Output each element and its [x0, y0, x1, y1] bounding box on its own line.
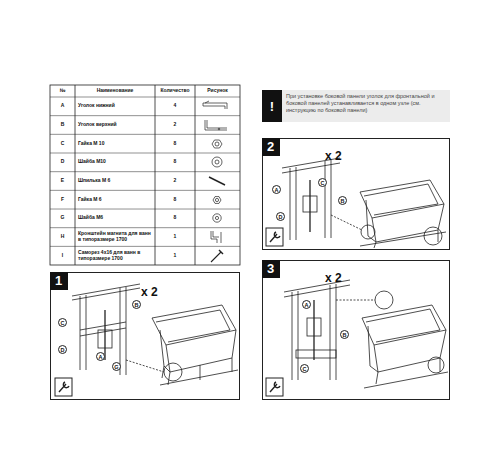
part-letter: C [51, 134, 74, 153]
part-letter: A [51, 97, 74, 116]
part-name: Уголок верхний [76, 116, 154, 135]
step-number: 2 [262, 138, 280, 156]
part-letter: G [51, 209, 74, 228]
callout-letter: C [300, 364, 309, 373]
table-header: Наименование [76, 85, 154, 97]
callout-letter: C [58, 318, 67, 327]
part-letter: H [51, 228, 74, 247]
callout-letter: A [302, 300, 311, 309]
part-quantity: 2 [156, 172, 194, 191]
step2-illustration [266, 158, 446, 248]
quantity-mark: x 2 [325, 271, 342, 285]
part-name: Гайка М 6 [76, 190, 154, 209]
step-number: 3 [262, 260, 280, 278]
callout-letter: B [132, 300, 141, 309]
part-name: Шпилька М 6 [76, 172, 154, 191]
part-name: Гайка М 10 [76, 134, 154, 153]
callout-letter: B [340, 330, 349, 339]
part-name: Саморез 4х16 для ванн в типоразмере 1700 [76, 246, 154, 265]
part-quantity: 8 [156, 134, 194, 153]
part-quantity: 8 [156, 190, 194, 209]
step1-illustration [55, 284, 238, 396]
quantity-mark: x 2 [325, 149, 342, 163]
parts-table-grid [50, 85, 240, 265]
part-letter: D [51, 153, 74, 172]
part-icons [203, 101, 227, 262]
callout-letter: D [276, 212, 285, 221]
callout-letter: G [112, 362, 121, 371]
callout-letter: A [272, 185, 281, 194]
step-number: 1 [50, 272, 68, 290]
part-name: Шайба М6 [76, 209, 154, 228]
part-quantity: 8 [156, 209, 194, 228]
note-text: При установке боковой панели уголок для … [286, 93, 446, 114]
callout-letter: C [318, 178, 327, 187]
part-letter: F [51, 190, 74, 209]
callout-letter: B [338, 196, 347, 205]
table-header: № [51, 85, 74, 97]
part-name: Уголок нижний [76, 97, 154, 116]
step-panel: 1 x 2 [50, 272, 240, 400]
part-letter: E [51, 172, 74, 191]
part-quantity: 4 [156, 97, 194, 116]
step3-illustration [266, 280, 448, 396]
step-panel: 2 x 2 [262, 138, 450, 250]
step-panel: 3 x 2 [262, 260, 450, 400]
part-quantity: 1 [156, 228, 194, 247]
quantity-mark: x 2 [141, 285, 158, 299]
part-letter: I [51, 246, 74, 265]
part-letter: B [51, 116, 74, 135]
table-header: Количество [156, 85, 194, 97]
table-header: Рисунок [196, 85, 239, 97]
warning-icon: ! [262, 90, 282, 122]
note-box: !При установке боковой панели уголок для… [262, 90, 450, 122]
callout-letter: A [96, 352, 105, 361]
part-quantity: 1 [156, 246, 194, 265]
part-quantity: 8 [156, 153, 194, 172]
callout-letter: D [58, 345, 67, 354]
part-name: Шайба М10 [76, 153, 154, 172]
part-name: Кронштейн магнита для ванн в типоразмере… [76, 228, 154, 247]
part-quantity: 2 [156, 116, 194, 135]
